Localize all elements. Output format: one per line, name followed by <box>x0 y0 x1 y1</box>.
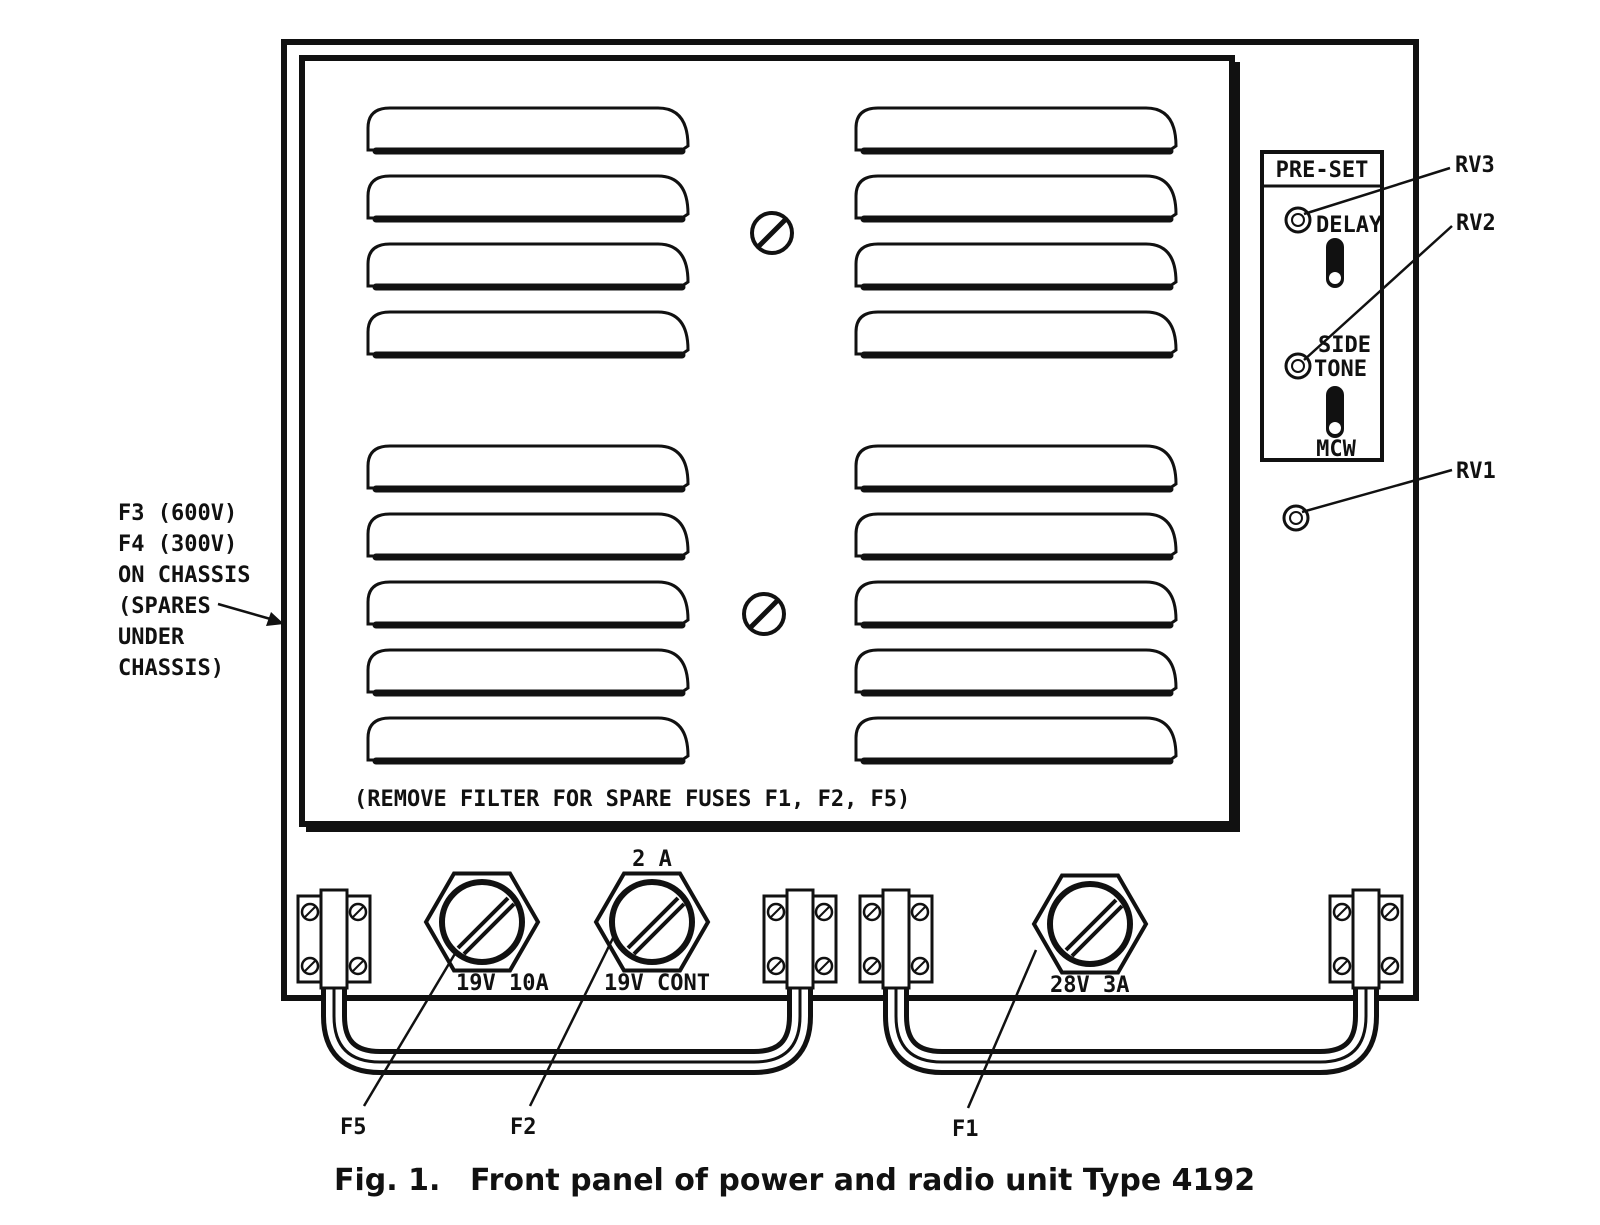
f1-leader <box>966 949 1038 1109</box>
f2-top-label: 2 A <box>632 847 672 872</box>
bracket-screw <box>300 902 320 922</box>
louvre-slot <box>366 242 690 291</box>
preset-title: PRE-SET <box>1276 158 1369 183</box>
bracket-screw <box>766 902 786 922</box>
louvre-slot <box>854 444 1178 493</box>
front-panel-outline <box>281 39 1419 1001</box>
louvre-slot <box>366 580 690 629</box>
bracket-screw <box>348 956 368 976</box>
rv2-leader <box>1303 225 1453 361</box>
rv1-knob <box>1282 504 1310 532</box>
rv3-leader <box>1303 166 1451 216</box>
filter-screw-bottom <box>742 592 786 636</box>
louvre-slot <box>366 716 690 765</box>
louvre-slot <box>366 648 690 697</box>
chassis-note-line: F4 (300V) <box>118 532 237 557</box>
louvre-slot <box>854 716 1178 765</box>
rv2-label: RV2 <box>1456 211 1496 236</box>
bracket-screw <box>766 956 786 976</box>
f1-label: F1 <box>952 1117 979 1142</box>
f5-leader <box>362 951 458 1107</box>
filter-screw-top <box>750 211 794 255</box>
bracket-screw <box>348 902 368 922</box>
handle-bracket <box>858 888 934 990</box>
tone-label: TONE <box>1314 357 1367 382</box>
bracket-screw <box>862 956 882 976</box>
rv3-label: RV3 <box>1455 153 1495 178</box>
bracket-screw <box>300 956 320 976</box>
fuse-holder-f1 <box>1031 873 1149 975</box>
filter-note: (REMOVE FILTER FOR SPARE FUSES F1, F2, F… <box>354 787 910 812</box>
filter-plate-shadow-bottom <box>306 824 1240 832</box>
bracket-screw <box>862 902 882 922</box>
filter-plate-shadow <box>1232 62 1240 828</box>
bracket-screw <box>1380 956 1400 976</box>
louvre-slot <box>854 580 1178 629</box>
rv1-leader <box>1301 468 1453 514</box>
louvre-slot <box>366 106 690 155</box>
chassis-note-line: UNDER <box>118 625 185 650</box>
sidetone-slot-indicator <box>1329 422 1341 434</box>
louvre-slot <box>366 512 690 561</box>
bracket-screw <box>1332 956 1352 976</box>
louvre-slot <box>854 242 1178 291</box>
bracket-screw <box>910 902 930 922</box>
chassis-note-line: CHASSIS) <box>118 656 224 681</box>
chassis-note: F3 (600V) F4 (300V) ON CHASSIS (SPARES U… <box>118 501 250 681</box>
fuse-holder-f5 <box>423 871 541 973</box>
handle-left <box>321 896 813 1075</box>
louvre-slot <box>854 512 1178 561</box>
handle-bracket-group <box>296 888 1404 990</box>
fuse-holder-f2 <box>593 871 711 973</box>
f5-rating-label: 19V 10A <box>456 971 549 996</box>
filter-plate <box>299 55 1235 827</box>
bracket-screw <box>910 956 930 976</box>
mcw-label: MCW <box>1316 437 1356 462</box>
louvre-slot <box>854 648 1178 697</box>
bracket-screw <box>1332 902 1352 922</box>
louvre-slot <box>854 174 1178 223</box>
f5-label: F5 <box>340 1115 367 1140</box>
fuse-holder-group <box>423 871 1149 975</box>
delay-label: DELAY <box>1316 213 1383 238</box>
chassis-note-line: ON CHASSIS <box>118 563 250 588</box>
handle-bracket <box>1328 888 1404 990</box>
f2-label: F2 <box>510 1115 537 1140</box>
bracket-screw <box>1380 902 1400 922</box>
rv1-label: RV1 <box>1456 459 1496 484</box>
preset-title-box <box>1260 150 1384 188</box>
side-label: SIDE <box>1318 333 1371 358</box>
f2-rating-label: 19V CONT <box>604 971 710 996</box>
bracket-screw <box>814 902 834 922</box>
delay-slot-indicator <box>1329 272 1341 284</box>
louvre-slot <box>366 174 690 223</box>
f1-rating-label: 28V 3A <box>1050 973 1129 998</box>
f2-leader <box>528 935 616 1107</box>
chassis-note-arrow-line <box>217 602 275 622</box>
rv3-delay-knob <box>1284 206 1312 234</box>
handle-bracket <box>762 888 838 990</box>
chassis-note-line: (SPARES <box>118 594 211 619</box>
figure-caption-text: Front panel of power and radio unit Type… <box>470 1163 1255 1198</box>
chassis-note-arrowhead <box>266 612 284 626</box>
louvre-group <box>366 106 1178 765</box>
louvre-slot <box>366 444 690 493</box>
louvre-slot <box>366 310 690 359</box>
handle-bracket <box>296 888 372 990</box>
handle-right <box>883 896 1379 1075</box>
chassis-note-line: F3 (600V) <box>118 501 237 526</box>
louvre-slot <box>854 106 1178 155</box>
bracket-screw <box>814 956 834 976</box>
figure-caption-number: Fig. 1. <box>334 1163 440 1198</box>
louvre-slot <box>854 310 1178 359</box>
